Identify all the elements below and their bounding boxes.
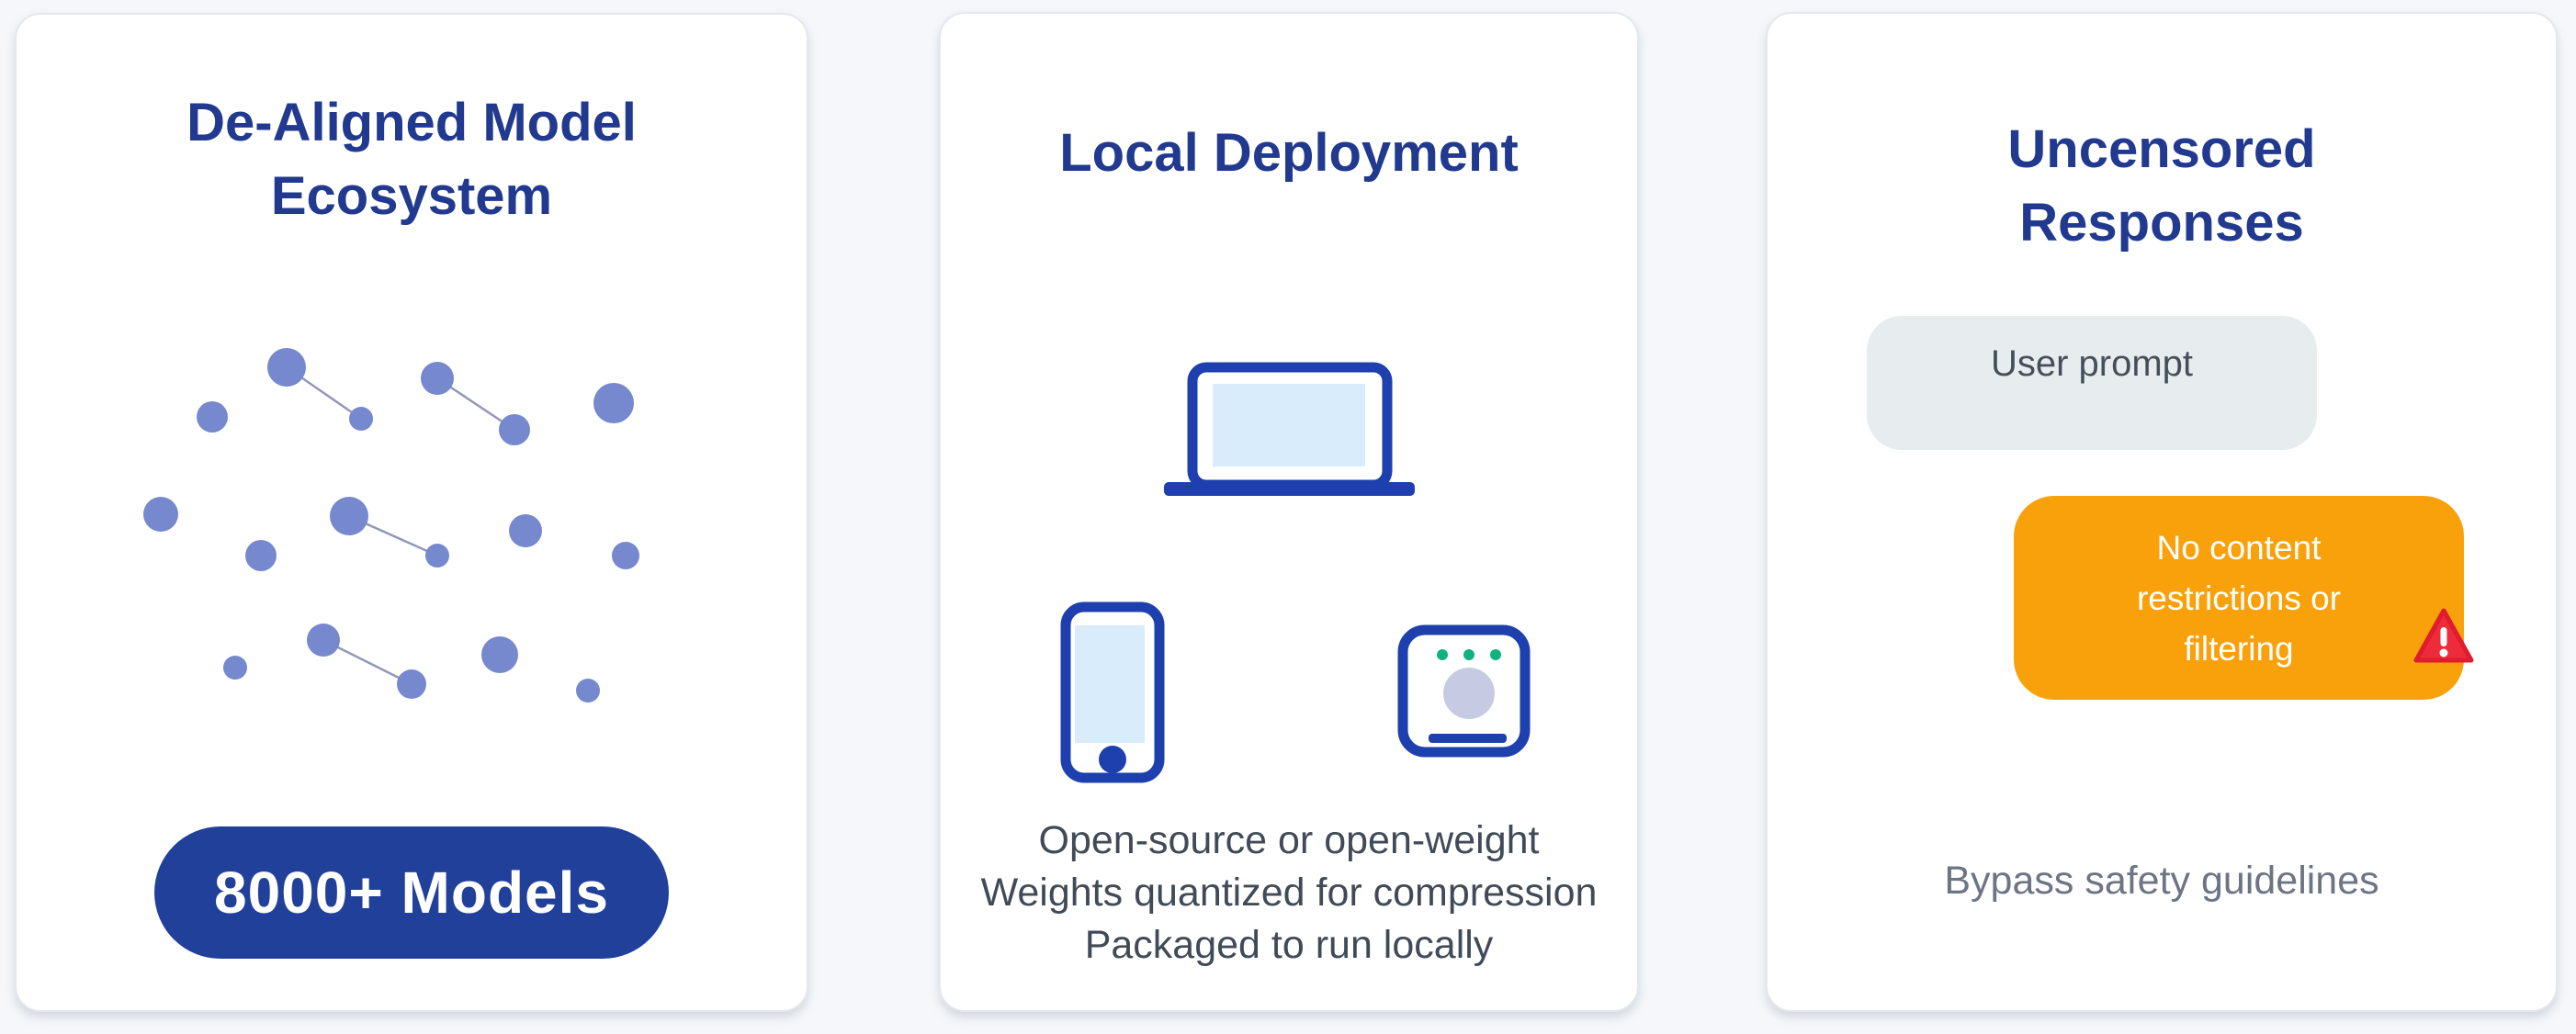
- no-restrictions-bubble: No content restrictions or filtering: [2014, 496, 2464, 700]
- title-line: Uncensored: [2007, 119, 2316, 179]
- title-line: De-Aligned Model: [186, 93, 637, 152]
- models-count-badge: 8000+ Models: [154, 826, 669, 959]
- model-network-scatter-graphic: [143, 348, 639, 702]
- card-title-model-ecosystem: De-Aligned Model Ecosystem: [17, 86, 807, 233]
- description-line: Packaged to run locally: [1084, 923, 1494, 967]
- card-local-deployment: Local Deployment Open-source or open-wei…: [939, 12, 1639, 1012]
- card-model-ecosystem: De-Aligned Model Ecosystem: [15, 13, 808, 1012]
- title-line: Ecosystem: [270, 166, 553, 226]
- title-line: Responses: [2019, 193, 2304, 253]
- description-line: Weights quantized for compression: [980, 871, 1598, 915]
- laptop-icon: [1164, 362, 1415, 496]
- user-prompt-label: User prompt: [1990, 343, 2194, 384]
- warning-line: restrictions or: [2136, 579, 2342, 617]
- models-count-label: 8000+ Models: [214, 860, 609, 926]
- user-prompt-bubble: User prompt: [1867, 316, 2317, 450]
- description-line: Open-source or open-weight: [1038, 818, 1540, 862]
- card-uncensored-responses: Uncensored Responses User prompt No cont…: [1766, 12, 2558, 1012]
- bypass-caption: Bypass safety guidelines: [1944, 859, 2379, 903]
- warning-line: No content: [2156, 528, 2322, 567]
- warning-line: filtering: [2184, 629, 2294, 668]
- deployment-description: Open-source or open-weight Weights quant…: [941, 815, 1637, 972]
- title-line: Local Deployment: [1059, 123, 1519, 183]
- warning-triangle-icon: [2413, 608, 2474, 663]
- card-title-local-deployment: Local Deployment: [941, 117, 1637, 190]
- server-icon: [1397, 624, 1531, 758]
- card-title-uncensored-responses: Uncensored Responses: [1768, 113, 2556, 260]
- smartphone-icon: [1060, 601, 1165, 783]
